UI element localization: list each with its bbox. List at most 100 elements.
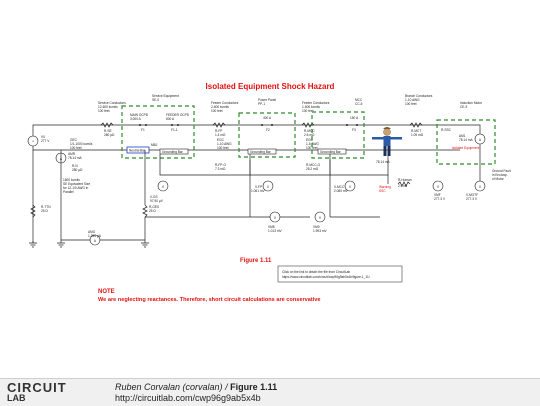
attribution: Ruben Corvalan (corvalan) / Figure 1.11 [115, 382, 278, 392]
author-name[interactable]: Ruben Corvalan (corvalan) [115, 382, 223, 392]
svg-text:F1: F1 [141, 128, 145, 132]
svg-text:1/1-1000 kcmils: 1/1-1000 kcmils [70, 142, 93, 146]
svg-text:R-GES: R-GES [149, 205, 159, 209]
svg-text:Neutral Bar: Neutral Bar [129, 149, 146, 153]
svg-text:V-MCC: V-MCC [334, 185, 345, 189]
figure-caption: Figure 1.11 [240, 258, 272, 264]
switch-contact-icon [171, 124, 173, 126]
svg-text:2-600 kcmils: 2-600 kcmils [211, 105, 229, 109]
svg-text:PP-1: PP-1 [258, 102, 265, 106]
svg-text:https://www.circuitlab.com/cir[interactable]: https://www.circuitlab.com/circuit/cwp96… [282, 275, 370, 279]
svg-text:MBJ: MBJ [151, 143, 158, 147]
svg-text:100 feet: 100 feet [405, 102, 417, 106]
svg-text:400 A: 400 A [263, 116, 272, 120]
svg-text:AMR: AMR [68, 152, 76, 156]
diagram-title: Isolated Equipment Shock Hazard [206, 82, 335, 91]
svg-text:AM1: AM1 [459, 134, 466, 138]
svg-text:600 A: 600 A [166, 117, 175, 121]
svg-text:78.14 mA: 78.14 mA [68, 156, 83, 160]
svg-text:V: V [162, 185, 165, 189]
svg-text:V: V [479, 185, 482, 189]
svg-text:1-6 AWG: 1-6 AWG [306, 142, 319, 146]
note-text: We are neglecting reactances. Therefore,… [98, 297, 321, 303]
svg-text:Parallel: Parallel [63, 190, 74, 194]
svg-text:100 feet: 100 feet [98, 109, 110, 113]
svg-text:+: + [32, 140, 34, 144]
svg-text:V-MOTF: V-MOTF [466, 193, 478, 197]
logo-bottom: LAB [7, 393, 26, 403]
link-box[interactable] [277, 265, 403, 283]
ground-icon [29, 242, 37, 248]
circuit-url[interactable]: http://circuitlab.com/cwp96g9ab5x4b [115, 393, 261, 403]
svg-text:Branch Conductors: Branch Conductors [405, 94, 433, 98]
svg-text:GEC: GEC [70, 138, 78, 142]
svg-text:R-MCC-G: R-MCC-G [306, 163, 321, 167]
logo-top: CIRCUIT [7, 380, 67, 395]
svg-text:V: V [437, 185, 440, 189]
schematic-canvas: Isolated Equipment Shock Hazard + V0 277… [27, 82, 511, 303]
note-heading: NOTE [98, 289, 115, 295]
voltmeter-vfp-icon [262, 180, 274, 192]
svg-text:VM8: VM8 [268, 225, 275, 229]
svg-text:CC-5: CC-5 [355, 102, 363, 106]
svg-text:280 µΩ: 280 µΩ [72, 168, 83, 172]
svg-text:R-SSC: R-SSC [441, 128, 452, 132]
service-equipment-box [121, 105, 195, 159]
svg-text:Ground Fault: Ground Fault [492, 169, 511, 173]
svg-text:V-GS: V-GS [150, 195, 158, 199]
svg-text:25.2 mΩ: 25.2 mΩ [306, 167, 319, 171]
svg-text:F1-1: F1-1 [171, 128, 178, 132]
ground-icon [57, 242, 65, 248]
svg-text:for 12-1/0 AWG in: for 12-1/0 AWG in [63, 186, 88, 190]
svg-text:EGC: EGC [306, 138, 314, 142]
svg-text:78.14 mA: 78.14 mA [459, 138, 474, 142]
svg-text:3,000 A: 3,000 A [130, 117, 142, 121]
svg-text:1.013 mV: 1.013 mV [268, 229, 283, 233]
svg-text:R-N: R-N [72, 164, 78, 168]
svg-text:12-600 kcmils: 12-600 kcmils [98, 105, 118, 109]
voltmeter-vm9-icon [314, 211, 326, 223]
svg-text:A: A [479, 138, 482, 142]
svg-text:R-TTN: R-TTN [41, 205, 51, 209]
svg-text:R-Human: R-Human [398, 178, 412, 182]
svg-text:1-10 AWG: 1-10 AWG [405, 98, 420, 102]
svg-text:277.3 V: 277.3 V [434, 197, 446, 201]
svg-text:100 feet: 100 feet [302, 109, 314, 113]
svg-text:of Motor: of Motor [492, 177, 505, 181]
svg-text:Warning: Warning [379, 185, 391, 189]
svg-text:1-600 kcmils: 1-600 kcmils [302, 105, 320, 109]
svg-text:V-FP: V-FP [255, 185, 262, 189]
svg-text:Grounding Bar: Grounding Bar [320, 150, 342, 154]
svg-text:Feeder Conductors: Feeder Conductors [302, 101, 330, 105]
resistor-icon [212, 122, 226, 128]
svg-text:Grounding Bar: Grounding Bar [250, 150, 272, 154]
svg-text:MAIN OCPD: MAIN OCPD [130, 113, 149, 117]
svg-text:F2: F2 [266, 128, 270, 132]
ground-icon [141, 242, 149, 248]
circuitlab-logo[interactable]: CIRCUIT LAB [7, 380, 67, 403]
svg-text:100 feet: 100 feet [70, 146, 82, 150]
svg-text:280 µΩ: 280 µΩ [104, 133, 115, 137]
svg-text:in Enclosp.: in Enclosp. [492, 173, 508, 177]
svg-text:100 feet: 100 feet [306, 146, 318, 150]
figure-title: Figure 1.11 [230, 382, 278, 392]
svg-text:FEEDER OCPD: FEEDER OCPD [166, 113, 190, 117]
neutral-bar [126, 146, 150, 154]
voltmeter-vmotf-icon [474, 180, 486, 192]
resistor-icon [409, 122, 423, 128]
switch-contact-icon [139, 124, 141, 126]
svg-text:100 feet: 100 feet [211, 109, 223, 113]
svg-text:A: A [94, 239, 97, 243]
grounding-bar-se [159, 148, 189, 155]
svg-text:F3: F3 [352, 128, 356, 132]
svg-text:7.3 mΩ: 7.3 mΩ [215, 167, 226, 171]
svg-text:AMG: AMG [88, 230, 96, 234]
svg-text:97.90 µV: 97.90 µV [150, 199, 164, 203]
svg-text:V: V [274, 216, 277, 220]
svg-text:Feeder Conductors: Feeder Conductors [211, 101, 239, 105]
svg-text:V: V [349, 185, 352, 189]
resistor-icon [100, 122, 114, 128]
svg-text:R-MCC: R-MCC [304, 129, 315, 133]
svg-text:1.396 µA: 1.396 µA [88, 234, 102, 238]
svg-text:2.6 mΩ: 2.6 mΩ [304, 133, 315, 137]
